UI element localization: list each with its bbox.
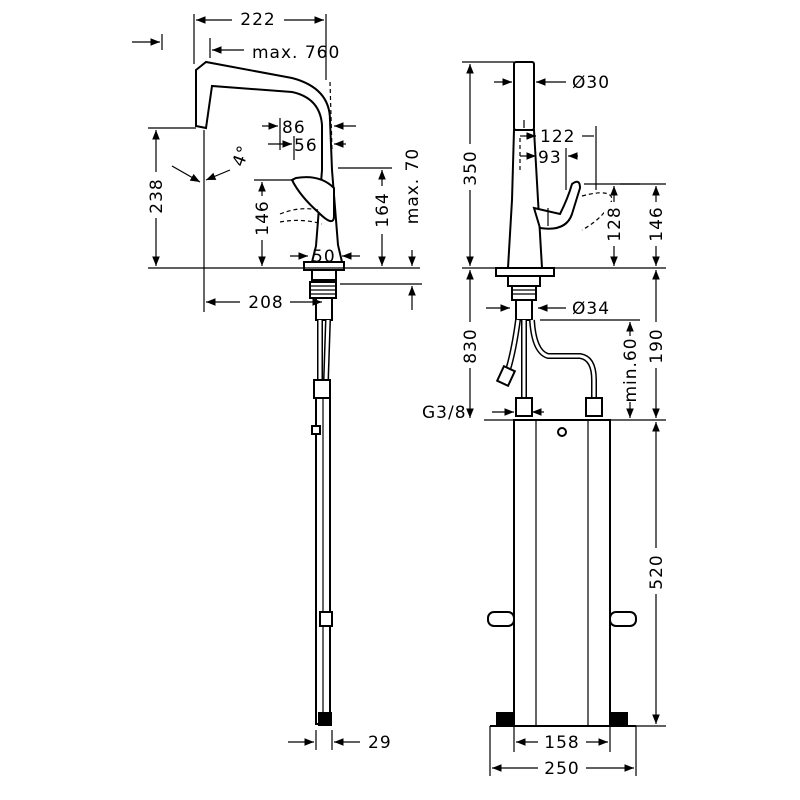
dim-86-56: 86 56 (262, 118, 356, 160)
dim-29-label: 29 (368, 733, 392, 753)
dim-122-93: 122 93 (520, 126, 597, 190)
dim-93-label: 93 (538, 148, 562, 168)
dim-angle-label: 4° (229, 142, 255, 169)
dim-146-front: 146 (620, 183, 667, 266)
dim-max70-label: max. 70 (403, 148, 423, 224)
dim-86-label: 86 (282, 118, 306, 138)
dim-158: 158 (513, 726, 611, 753)
dim-dia30-label: Ø30 (572, 73, 610, 93)
dim-50: 50 (290, 247, 360, 267)
dim-min60-label: min.60 (621, 337, 641, 402)
dim-56-label: 56 (294, 136, 318, 156)
dim-164-label: 164 (373, 192, 393, 227)
front-view: Ø30 350 122 93 128 (422, 61, 667, 779)
dim-830: 830 (460, 270, 481, 418)
dim-dia34-label: Ø34 (572, 299, 610, 319)
dim-190-label: 190 (647, 328, 667, 363)
dim-128-label: 128 (605, 206, 625, 241)
dim-122-label: 122 (540, 127, 575, 147)
dim-190: 190 (646, 270, 667, 418)
dim-146-front-label: 146 (647, 206, 667, 241)
dim-238-label: 238 (147, 178, 167, 213)
dim-146-side-label: 146 (253, 200, 273, 235)
dim-max760-label: max. 760 (252, 43, 340, 63)
dim-min60: min.60 (540, 319, 641, 418)
dim-238: 238 (146, 127, 420, 269)
side-faucet-body (195, 60, 345, 726)
dim-angle: 4° (171, 130, 255, 312)
dim-208: 208 (206, 292, 322, 313)
dim-250: 250 (489, 726, 637, 779)
dim-dia30: Ø30 (494, 73, 610, 93)
dim-208-label: 208 (248, 293, 283, 313)
front-faucet-body (487, 61, 637, 727)
dim-thread: G3/8 (422, 403, 666, 423)
side-view: 222 max. 760 86 56 4° (132, 10, 423, 753)
dim-158-label: 158 (544, 733, 579, 753)
dim-dia34: Ø34 (486, 299, 610, 319)
dim-thread-label: G3/8 (422, 403, 467, 423)
dim-830-label: 830 (461, 328, 481, 363)
dim-128: 128 (584, 183, 640, 266)
dim-50-label: 50 (312, 247, 336, 267)
dim-350: 350 (460, 61, 514, 266)
dim-350-label: 350 (461, 150, 481, 185)
dim-max760: max. 760 (132, 34, 340, 63)
dim-146-side: 146 (252, 179, 294, 266)
dim-520-label: 520 (647, 554, 667, 589)
dim-164: 164 (338, 167, 393, 266)
dim-222-label: 222 (240, 10, 275, 30)
dim-520: 520 (636, 422, 667, 727)
dim-29: 29 (288, 730, 392, 753)
dim-250-label: 250 (544, 759, 579, 779)
dim-222: 222 (193, 10, 327, 80)
dim-max70: max. 70 (340, 148, 423, 310)
